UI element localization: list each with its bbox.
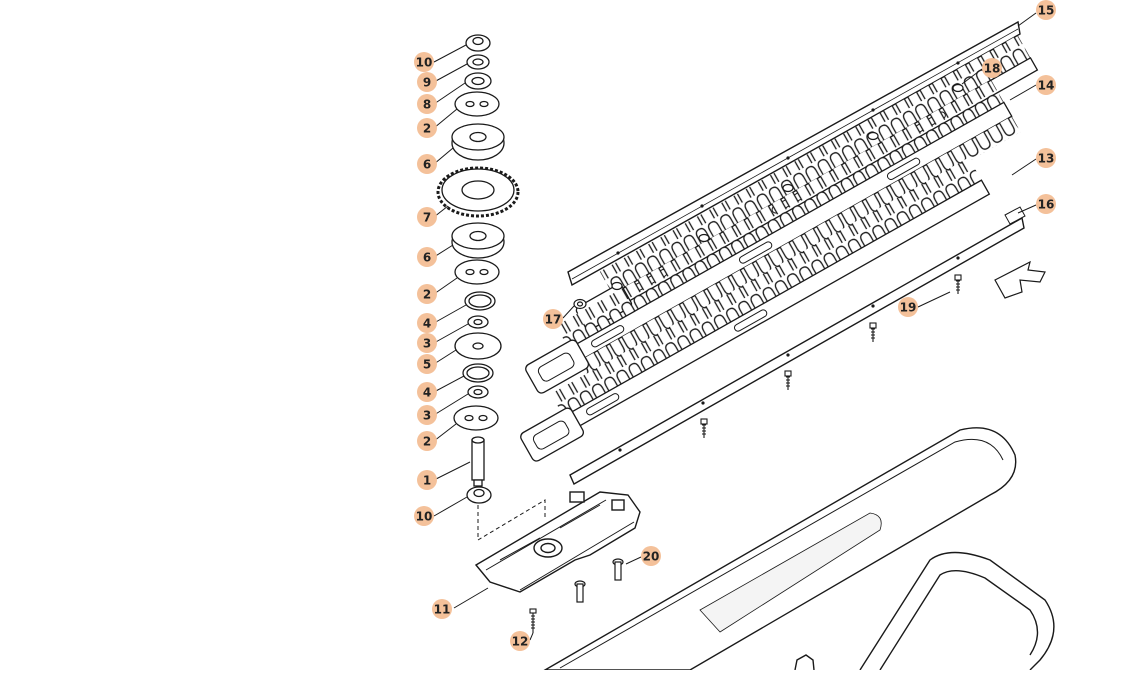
callout-9: 9 (417, 72, 437, 92)
svg-text:3: 3 (423, 337, 431, 351)
nut-17 (573, 83, 964, 310)
svg-text:16: 16 (1038, 198, 1055, 212)
svg-text:2: 2 (423, 435, 431, 449)
svg-text:13: 13 (1038, 152, 1055, 166)
callout-12: 12 (510, 631, 530, 651)
callout-2: 2 (417, 118, 437, 138)
svg-text:12: 12 (512, 635, 529, 649)
disc-2-a (454, 91, 500, 117)
callout-6: 6 (417, 247, 437, 267)
svg-text:11: 11 (434, 603, 451, 617)
svg-text:9: 9 (423, 76, 431, 90)
svg-text:4: 4 (423, 317, 431, 331)
svg-text:20: 20 (643, 550, 660, 564)
ring-4-a (464, 291, 496, 311)
callout-16: 16 (1036, 194, 1056, 214)
callout-13: 13 (1036, 148, 1056, 168)
screws-19 (700, 274, 962, 438)
callout-19: 19 (898, 297, 918, 317)
rail-15 (567, 20, 1021, 287)
callout-3: 3 (417, 405, 437, 425)
callout-2: 2 (417, 431, 437, 451)
callout-10: 10 (414, 506, 434, 526)
callout-8: 8 (417, 94, 437, 114)
disc-5 (454, 332, 502, 360)
callout-1: 1 (417, 470, 437, 490)
svg-text:19: 19 (900, 301, 917, 315)
gear-housing-11 (474, 491, 641, 593)
rail-16 (569, 206, 1026, 485)
gear-7 (436, 166, 520, 218)
callout-3: 3 (417, 333, 437, 353)
svg-text:8: 8 (423, 98, 431, 112)
svg-text:2: 2 (423, 122, 431, 136)
callout-11: 11 (432, 599, 452, 619)
callout-14: 14 (1036, 75, 1056, 95)
shaft-1 (471, 436, 485, 487)
callout-15: 15 (1036, 0, 1056, 20)
callout-4: 4 (417, 313, 437, 333)
callout-4: 4 (417, 382, 437, 402)
leader-lines (433, 12, 1037, 641)
ring-4-b (462, 363, 494, 383)
washer-8 (464, 72, 492, 90)
svg-text:2: 2 (423, 288, 431, 302)
blade-lower (520, 157, 991, 462)
callout-17: 17 (543, 309, 563, 329)
bearing-10-bottom (466, 486, 492, 504)
callout-2: 2 (417, 284, 437, 304)
svg-text:6: 6 (423, 251, 431, 265)
svg-text:18: 18 (984, 62, 1001, 76)
screws-20 (574, 558, 624, 603)
svg-text:17: 17 (545, 313, 562, 327)
callout-6: 6 (417, 154, 437, 174)
svg-text:5: 5 (423, 358, 431, 372)
washer-3-b (467, 385, 489, 399)
cam-6-a (451, 123, 505, 161)
blade-bracket (994, 260, 1046, 299)
callout-7: 7 (417, 207, 437, 227)
gear-stack (436, 34, 520, 504)
svg-text:7: 7 (423, 211, 431, 225)
ring-9 (466, 54, 490, 70)
svg-text:15: 15 (1038, 4, 1055, 18)
callout-18: 18 (982, 58, 1002, 78)
blade-housing (542, 427, 1055, 671)
washer-3-a (467, 315, 489, 329)
blade-13 (525, 79, 1021, 394)
svg-text:10: 10 (416, 56, 433, 70)
bearing-10-top (465, 34, 491, 52)
screw-12 (529, 608, 537, 633)
callout-10: 10 (414, 52, 434, 72)
callouts: 10 9 8 2 6 7 6 2 4 3 5 4 3 2 1 10 11 12 … (414, 0, 1056, 651)
callout-5: 5 (417, 354, 437, 374)
callout-20: 20 (641, 546, 661, 566)
svg-text:6: 6 (423, 158, 431, 172)
assembly-guide (477, 499, 546, 541)
svg-text:1: 1 (423, 474, 431, 488)
svg-text:10: 10 (416, 510, 433, 524)
cam-6-b (451, 222, 505, 259)
svg-text:3: 3 (423, 409, 431, 423)
disc-2-b (454, 259, 500, 285)
svg-text:14: 14 (1038, 79, 1055, 93)
disc-2-c (453, 405, 499, 431)
svg-text:4: 4 (423, 386, 431, 400)
